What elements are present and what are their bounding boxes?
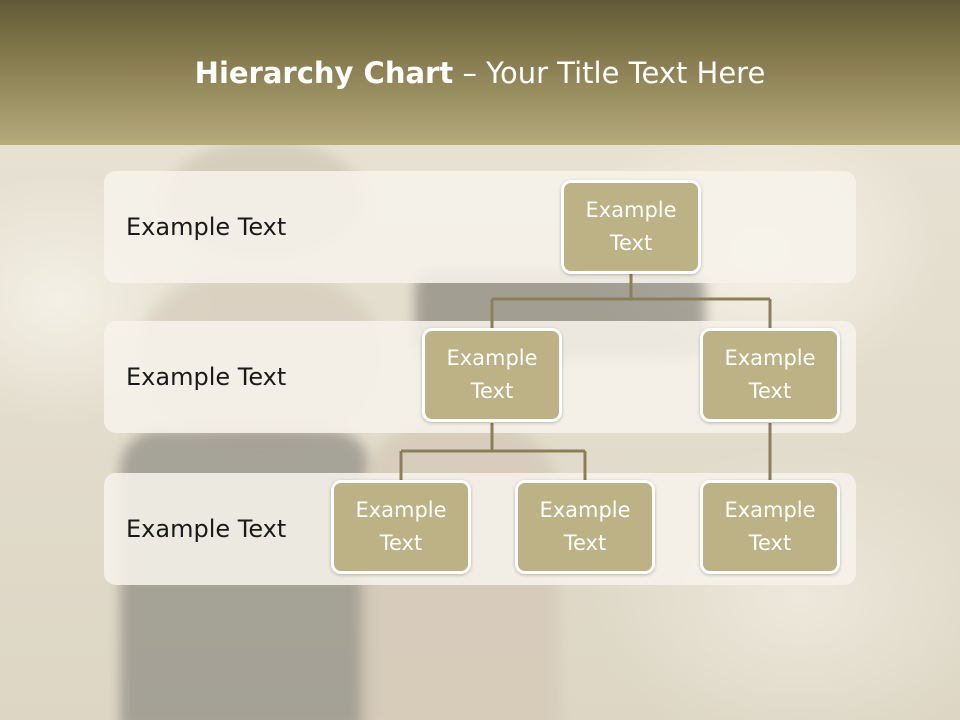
- node-level3-left-b[interactable]: Example Text: [515, 480, 655, 574]
- level-band-1: Example Text: [104, 171, 856, 283]
- level-label-2: Example Text: [126, 363, 287, 391]
- connector-left: [399, 423, 587, 480]
- slide-title: Hierarchy Chart – Your Title Text Here: [0, 56, 960, 90]
- level-label-3: Example Text: [126, 515, 287, 543]
- title-bar: Hierarchy Chart – Your Title Text Here: [0, 0, 960, 145]
- connector-root: [490, 274, 772, 328]
- node-level2-right[interactable]: Example Text: [700, 328, 840, 422]
- node-level2-left[interactable]: Example Text: [422, 328, 562, 422]
- node-level3-right[interactable]: Example Text: [700, 480, 840, 574]
- node-level3-right-text: Example Text: [724, 498, 816, 555]
- node-level2-right-text: Example Text: [724, 346, 816, 403]
- node-level3-left-a[interactable]: Example Text: [331, 480, 471, 574]
- node-root-text: Example Text: [585, 198, 677, 255]
- title-bold: Hierarchy Chart: [194, 56, 454, 90]
- node-level3-left-b-text: Example Text: [539, 498, 631, 555]
- level-label-1: Example Text: [126, 213, 287, 241]
- node-level2-left-text: Example Text: [446, 346, 538, 403]
- node-root[interactable]: Example Text: [561, 180, 701, 274]
- node-level3-left-a-text: Example Text: [355, 498, 447, 555]
- title-rest: – Your Title Text Here: [453, 56, 766, 90]
